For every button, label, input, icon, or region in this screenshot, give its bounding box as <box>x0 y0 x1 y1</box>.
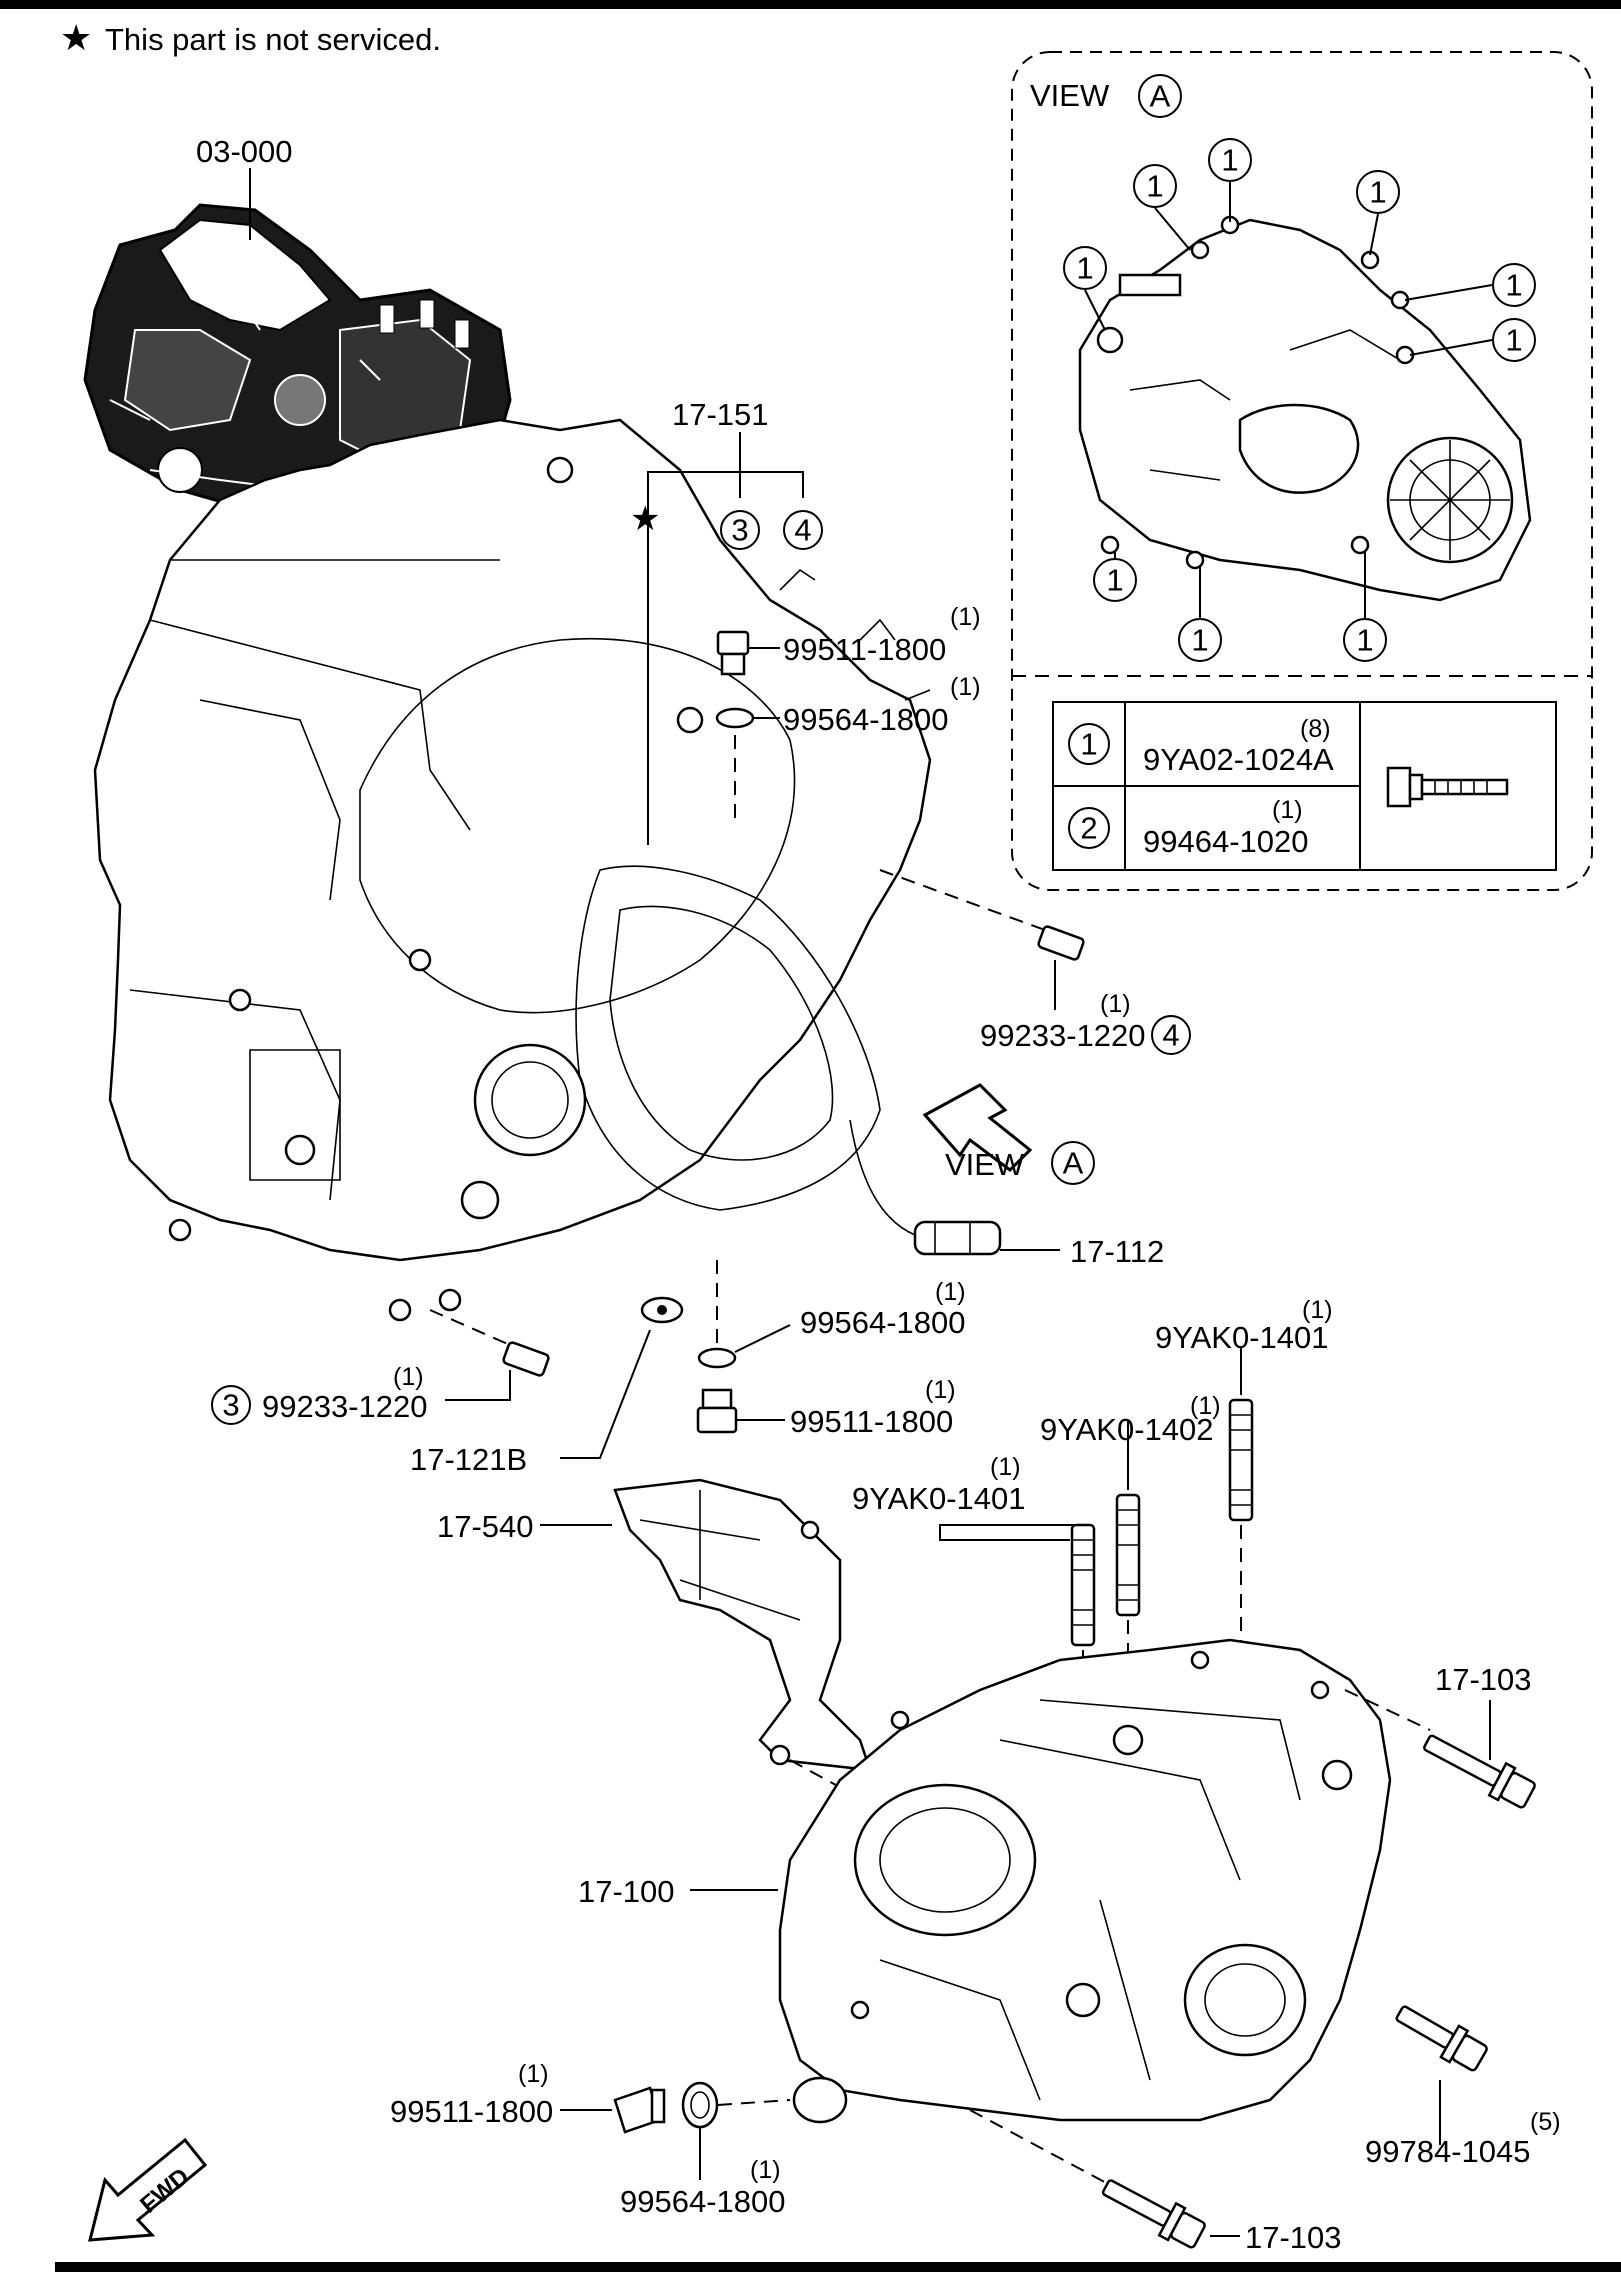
washer-bottom <box>681 2081 719 2129</box>
svg-text:1: 1 <box>1080 727 1097 762</box>
svg-text:2: 2 <box>1080 811 1097 846</box>
star-icon-17-151: ★ <box>630 500 660 538</box>
callout-4: 4 <box>794 513 811 548</box>
label-17-121b: 17-121B <box>410 1442 527 1477</box>
svg-text:99464-1020: 99464-1020 <box>1143 824 1309 859</box>
top-border <box>0 0 1621 9</box>
callout-3: 3 <box>731 513 748 548</box>
view-a-housing-illustration <box>1078 215 1532 602</box>
view-a-main-letter: A <box>1063 1146 1084 1181</box>
washer-bot-qty: (1) <box>750 2156 781 2184</box>
svg-text:1: 1 <box>1106 563 1123 598</box>
view-a-box <box>1011 51 1593 891</box>
stud-a-part: 9YAK0-1401 <box>852 1481 1026 1516</box>
drain-plug-bottom <box>613 2086 666 2134</box>
washer-mid-part: 99564-1800 <box>800 1305 966 1340</box>
svg-text:1: 1 <box>1076 251 1093 286</box>
stud-b-part: 9YAK0-1402 <box>1040 1412 1214 1447</box>
view-a-box-circle <box>1138 74 1182 118</box>
pin-left-callout: 3 <box>222 1388 239 1423</box>
view-a-box-title: VIEW <box>1030 78 1110 113</box>
pin-right-callout: 4 <box>1162 1018 1179 1053</box>
bottom-border <box>55 2262 1621 2272</box>
washer-mid <box>697 1347 737 1369</box>
plug-mid-qty: (1) <box>925 1376 956 1404</box>
pin-left-circle <box>211 1385 251 1425</box>
svg-text:(1): (1) <box>1272 796 1303 824</box>
label-17-100: 17-100 <box>578 1874 675 1909</box>
plug-bot-part: 99511-1800 <box>390 2094 553 2129</box>
washer-top-qty: (1) <box>950 673 981 701</box>
label-03-000: 03-000 <box>196 134 293 169</box>
plug-top-part: 99511-1800 <box>783 632 946 667</box>
drain-plug-mid <box>696 1388 738 1434</box>
stud-c-part: 9YAK0-1401 <box>1155 1320 1329 1355</box>
drain-plug-top <box>716 630 750 676</box>
svg-text:1: 1 <box>1221 143 1238 178</box>
stud-1401-left <box>1070 1523 1096 1647</box>
svg-text:1: 1 <box>1191 623 1208 658</box>
washer-bot-part: 99564-1800 <box>620 2184 786 2219</box>
stud-1401-right <box>1228 1398 1254 1522</box>
washer-mid-qty: (1) <box>935 1278 966 1306</box>
bolt-17-103-top <box>1423 1734 1536 1809</box>
label-17-103-bottom: 17-103 <box>1245 2220 1342 2255</box>
stud-a-qty: (1) <box>990 1453 1021 1481</box>
view-a-arrow-icon <box>922 1083 1033 1172</box>
label-17-540: 17-540 <box>437 1509 534 1544</box>
stud-c-qty: (1) <box>1302 1296 1333 1324</box>
callout-4-circle <box>783 510 823 550</box>
svg-text:(8): (8) <box>1300 715 1331 743</box>
svg-text:1: 1 <box>1505 268 1522 303</box>
view-a-legend-table: 1 (8) 9YA02-1024A 2 (1) 99464-1020 <box>1052 701 1557 871</box>
plug-top-qty: (1) <box>950 603 981 631</box>
stud-1402 <box>1115 1493 1141 1617</box>
pin-right-qty: (1) <box>1100 990 1131 1018</box>
view-a-callouts: 1 1 1 1 1 1 1 1 1 <box>1063 138 1536 662</box>
transmission-case-illustration <box>778 1638 1392 2124</box>
view-a-main-circle <box>1051 1141 1095 1185</box>
dowel-pin-right <box>1037 925 1085 961</box>
fwd-arrow-icon <box>88 2137 208 2242</box>
bolt-99784-1045 <box>1395 2005 1488 2072</box>
clutch-housing-illustration <box>93 418 932 1322</box>
dowel-pin-left <box>502 1341 550 1377</box>
plug-bot-qty: (1) <box>518 2060 549 2088</box>
view-a-box-letter: A <box>1150 79 1171 114</box>
bolt-bot-qty: (5) <box>1530 2108 1561 2136</box>
svg-text:1: 1 <box>1505 323 1522 358</box>
svg-text:1: 1 <box>1369 175 1386 210</box>
washer-top-part: 99564-1800 <box>783 702 949 737</box>
stud-b-qty: (1) <box>1190 1392 1221 1420</box>
note-text: This part is not serviced. <box>105 22 441 57</box>
sensor-17-112 <box>849 1119 1002 1256</box>
star-icon: ★ <box>60 17 92 58</box>
callout-3-circle <box>720 510 760 550</box>
washer-top <box>715 707 755 729</box>
label-17-112: 17-112 <box>1070 1234 1164 1269</box>
svg-text:1: 1 <box>1146 169 1163 204</box>
view-a-main-title: VIEW <box>945 1147 1025 1182</box>
label-17-103-top: 17-103 <box>1435 1662 1532 1697</box>
svg-text:1: 1 <box>1356 623 1373 658</box>
pin-right-part: 99233-1220 <box>980 1018 1146 1053</box>
label-17-151: 17-151 <box>672 397 769 432</box>
bolt-17-103-bottom <box>1101 2179 1206 2249</box>
pin-left-qty: (1) <box>393 1363 424 1391</box>
bolt-bot-part: 99784-1045 <box>1365 2134 1531 2169</box>
pin-left-part: 99233-1220 <box>262 1389 428 1424</box>
pin-right-circle <box>1151 1015 1191 1055</box>
flange-bolt-icon <box>1386 766 1509 808</box>
svg-text:9YA02-1024A: 9YA02-1024A <box>1143 742 1334 777</box>
baffle-plate-17-540 <box>613 1478 872 1772</box>
plug-mid-part: 99511-1800 <box>790 1404 953 1439</box>
